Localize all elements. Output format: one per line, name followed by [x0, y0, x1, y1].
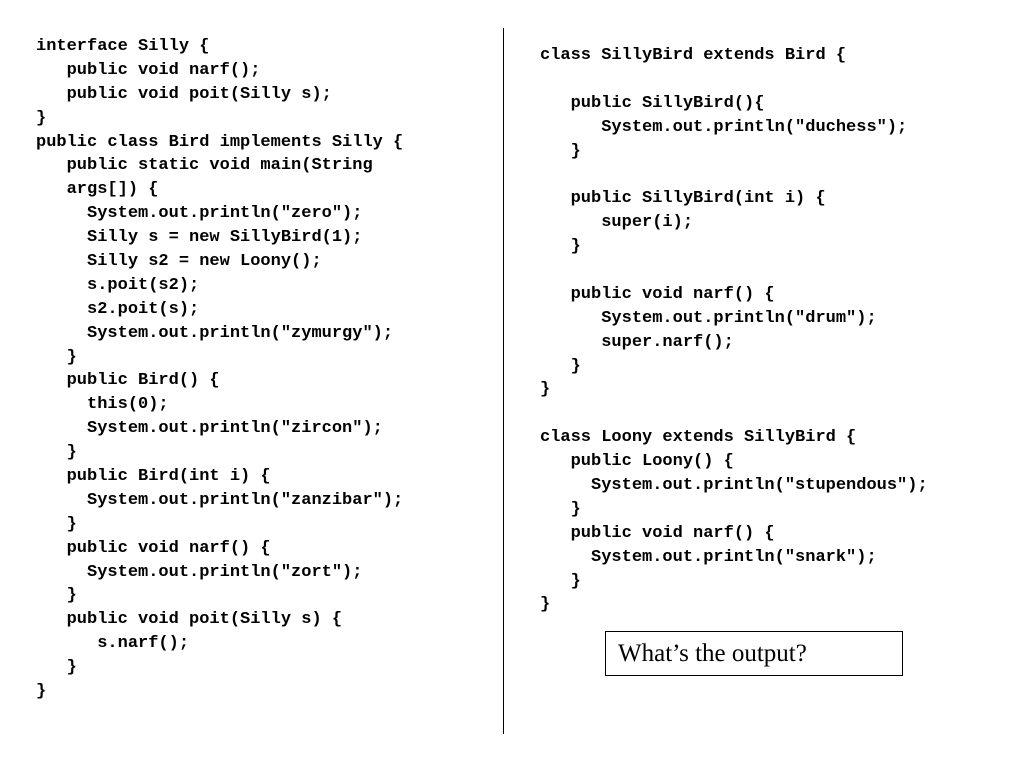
code-line: class SillyBird extends Bird { — [540, 46, 847, 65]
code-line: public Loony() { — [540, 452, 734, 472]
code-line: System.out.println("drum"); — [540, 308, 877, 328]
code-line: } — [540, 499, 581, 519]
code-line: } — [540, 141, 581, 161]
code-line: public void narf() { — [36, 538, 271, 558]
code-line: } — [36, 658, 77, 678]
code-line: System.out.println("zanzibar"); — [36, 490, 404, 510]
code-line: public static void main(String — [36, 156, 373, 176]
code-line: } — [540, 237, 581, 257]
code-line: public class Bird implements Silly { — [36, 132, 404, 152]
left-code-block: interface Silly { public void narf(); pu… — [36, 35, 403, 704]
code-line: args[]) { — [36, 180, 159, 200]
code-line: public void poit(Silly s) { — [36, 610, 343, 630]
code-line: super(i); — [540, 213, 694, 233]
code-line: System.out.println("zircon"); — [36, 419, 383, 439]
code-line: public void poit(Silly s); — [36, 84, 332, 104]
code-line: super.narf(); — [540, 332, 734, 352]
code-line: } — [36, 108, 47, 128]
code-line: } — [36, 682, 47, 702]
code-line: this(0); — [36, 395, 169, 415]
code-line: } — [540, 571, 581, 591]
code-line: class Loony extends SillyBird { — [540, 428, 857, 448]
code-line: System.out.println("zort"); — [36, 562, 363, 582]
code-line: } — [540, 356, 581, 376]
code-line: interface Silly { — [36, 37, 210, 56]
code-line: Silly s2 = new Loony(); — [36, 252, 322, 272]
code-line: } — [540, 595, 551, 615]
code-line: System.out.println("duchess"); — [540, 117, 908, 137]
column-divider — [503, 28, 504, 734]
code-line: public Bird() { — [36, 371, 220, 391]
code-line: s.narf(); — [36, 634, 190, 654]
code-line — [540, 259, 928, 283]
code-line: public Bird(int i) { — [36, 467, 271, 487]
code-line: Silly s = new SillyBird(1); — [36, 228, 363, 248]
code-line: public void narf() { — [540, 284, 775, 304]
code-line: s.poit(s2); — [36, 275, 200, 295]
question-box: What’s the output? — [605, 631, 903, 676]
code-line: System.out.println("zymurgy"); — [36, 323, 394, 343]
code-line: public SillyBird(int i) { — [540, 189, 826, 209]
code-line: } — [36, 443, 77, 463]
code-line: System.out.println("zero"); — [36, 204, 363, 224]
code-line — [540, 163, 928, 187]
code-line: s2.poit(s); — [36, 299, 200, 319]
code-line: public SillyBird(){ — [540, 93, 765, 113]
code-line: } — [36, 347, 77, 367]
code-line: public void narf(); — [36, 60, 261, 80]
code-line: System.out.println("snark"); — [540, 547, 877, 567]
code-line: } — [540, 380, 551, 400]
code-line: } — [36, 586, 77, 606]
right-code-block: class SillyBird extends Bird { public Si… — [540, 44, 928, 617]
code-line: } — [36, 514, 77, 534]
code-line — [540, 68, 928, 92]
code-line: public void narf() { — [540, 523, 775, 543]
code-line — [540, 402, 928, 426]
question-text: What’s the output? — [618, 640, 807, 667]
code-line: System.out.println("stupendous"); — [540, 476, 928, 496]
